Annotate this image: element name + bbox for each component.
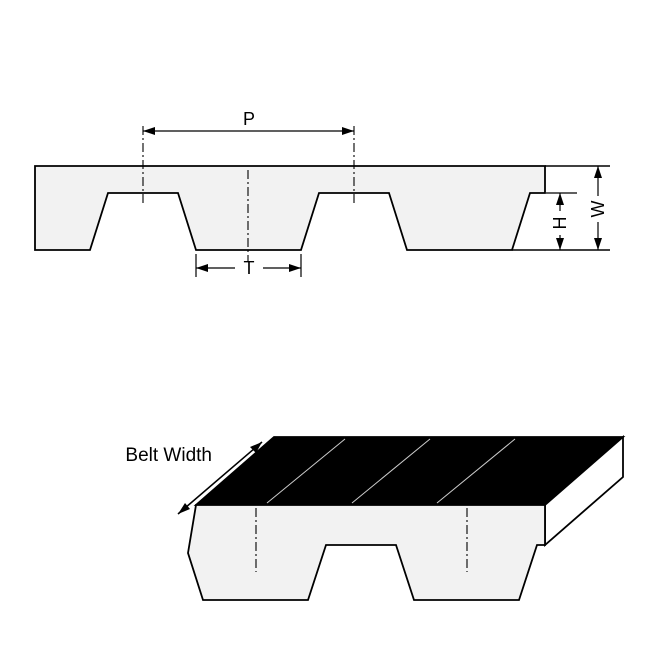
belt-width-arrow-line <box>177 441 263 515</box>
thickness-dimension: W <box>588 166 608 250</box>
pitch-arrow-right-icon <box>342 127 354 135</box>
thickness-arrow-up-icon <box>594 166 602 178</box>
thickness-label: W <box>588 201 608 218</box>
thickness-arrow-down-icon <box>594 238 602 250</box>
pitch-arrow-left-icon <box>143 127 155 135</box>
tooth-width-arrow-left-icon <box>196 264 208 272</box>
top-face-seam-line <box>266 438 346 504</box>
belt-width-dimension: Belt Width <box>125 441 263 515</box>
top-face-seam-line <box>351 438 431 504</box>
tooth-width-dimension: T <box>195 254 302 278</box>
belt-cross-section <box>34 165 546 251</box>
tooth-width-label: T <box>244 258 255 278</box>
pitch-dimension: P <box>143 109 354 135</box>
tooth-height-arrow-down-icon <box>556 238 564 250</box>
belt-width-arrow-upper-icon <box>250 442 262 453</box>
cross-section-view: P T H W <box>34 109 610 278</box>
tooth-width-arrow-right-icon <box>289 264 301 272</box>
tooth-height-dimension: H <box>550 193 570 250</box>
tooth-height-label: H <box>550 217 570 230</box>
top-face-seam-line <box>436 438 516 504</box>
tooth-height-arrow-up-icon <box>556 193 564 205</box>
belt-width-label: Belt Width <box>125 445 212 466</box>
perspective-view: Belt Width <box>125 435 626 601</box>
belt-front-face <box>187 504 546 601</box>
belt-width-arrow-lower-icon <box>178 503 190 514</box>
pitch-label: P <box>243 109 255 129</box>
